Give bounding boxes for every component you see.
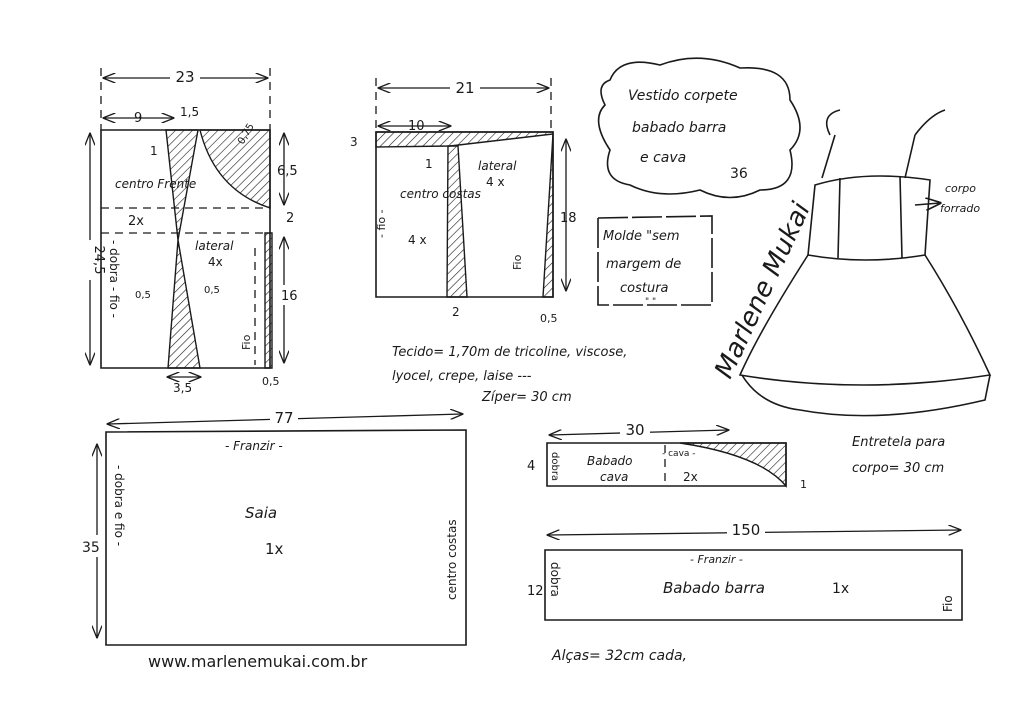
skirt-pattern: 77 - Franzir - Saia 1x 35 - dobra e fio … <box>80 408 467 646</box>
interfacing-line-2: corpo= 30 cm <box>852 461 944 476</box>
fabric-line-1: Tecido= 1,70m de tricoline, viscose, <box>392 345 627 360</box>
title-size: 36 <box>730 166 748 182</box>
front-dart-shift: 1 <box>150 144 158 158</box>
fabric-notes: Tecido= 1,70m de tricoline, viscose, lyo… <box>392 345 627 405</box>
back-width: 21 <box>455 79 474 97</box>
front-dart-right: 0,5 <box>204 285 220 296</box>
back-side-count: 4 x <box>486 175 505 189</box>
front-dart-left: 0,5 <box>135 290 151 301</box>
armhole-ruffle-pattern: 30 4 dobra Babado cava - cava - 2x 1 <box>527 420 807 491</box>
front-center-label: centro Frente <box>115 177 196 191</box>
skirt-label: Saia <box>245 504 277 522</box>
front-dart-top: 1,5 <box>180 105 199 119</box>
front-total-height: 24,5 <box>91 246 106 275</box>
skirt-center-back: centro costas <box>445 519 459 600</box>
back-side-bottom: 0,5 <box>540 312 558 325</box>
title-line-2: babado barra <box>632 120 726 136</box>
back-dart-bottom: 2 <box>452 305 460 319</box>
note-line-2: margem de <box>606 257 681 272</box>
ruffle-cava-height: 4 <box>527 459 535 474</box>
fabric-line-2: lyocel, crepe, laise --- <box>392 369 532 384</box>
website-url: www.marlenemukai.com.br <box>148 652 368 671</box>
skirt-width: 77 <box>274 409 293 427</box>
hem-ruffle-label: Babado barra <box>663 579 765 597</box>
hem-ruffle-fold: dobra <box>548 562 562 597</box>
ruffle-cava-fold: dobra <box>549 452 560 481</box>
front-dart-bottom: 3,5 <box>173 381 192 395</box>
hem-ruffle-height: 12 <box>527 584 544 599</box>
back-center-label: centro costas <box>400 187 481 201</box>
skirt-height: 35 <box>82 540 100 556</box>
front-side-label: lateral <box>195 239 234 253</box>
front-width: 23 <box>175 68 194 86</box>
skirt-fold: - dobra e fio - <box>112 465 126 546</box>
front-count: 2x <box>128 214 144 229</box>
ruffle-cava-curve: - cava - <box>662 449 696 459</box>
hem-ruffle-grain: Fio <box>941 595 955 612</box>
ruffle-cava-width: 30 <box>625 421 644 439</box>
hem-ruffle-count: 1x <box>832 581 849 597</box>
back-fold-label: - fio - <box>375 209 388 238</box>
note-line-3: costura <box>620 281 669 296</box>
title-cloud: Vestido corpete babado barra e cava 36 <box>597 57 801 199</box>
back-bodice-pattern: 21 10 3 1 centro costas 4 x lateral 4 x … <box>350 78 577 325</box>
note-line-1: Molde "sem <box>603 229 680 244</box>
note-marks: " " <box>645 297 656 307</box>
front-upper-height: 6,5 <box>277 164 298 179</box>
dress-label-line-2: forrado <box>940 202 980 215</box>
front-center-width: 9 <box>134 111 142 126</box>
title-line-3: e cava <box>640 150 686 166</box>
back-dart-shift: 1 <box>425 157 433 171</box>
straps-length: Alças= 32cm cada, <box>551 648 687 664</box>
signature: Marlene Mukai <box>709 197 817 383</box>
back-center-width: 10 <box>408 119 425 134</box>
dress-illustration: corpo forrado <box>738 109 992 417</box>
back-top-drop: 3 <box>350 135 358 149</box>
title-line-1: Vestido corpete <box>628 88 738 104</box>
ruffle-cava-count: 2x <box>683 470 698 484</box>
back-grain: Fio <box>511 254 524 270</box>
hem-ruffle-width: 150 <box>732 521 761 539</box>
hem-ruffle-pattern: 150 - Franzir - 12 dobra Babado barra 1x… <box>527 520 963 621</box>
pattern-note: Molde "sem margem de costura " " <box>597 215 713 307</box>
ruffle-cava-drop: 1 <box>800 478 807 491</box>
front-side-bottom: 0,5 <box>262 375 280 388</box>
back-side-label: lateral <box>478 159 517 173</box>
skirt-gather: - Franzir - <box>225 439 283 453</box>
skirt-count: 1x <box>265 540 284 558</box>
back-count: 4 x <box>408 233 427 247</box>
ruffle-cava-label-2: cava <box>600 470 628 484</box>
dress-label-line-1: corpo <box>945 182 976 195</box>
front-side-count: 4x <box>208 255 223 269</box>
front-fold-label: - dobra - fio - <box>107 240 121 318</box>
front-lower-height: 16 <box>281 289 298 304</box>
front-bodice-pattern: 23 9 1,5 1 0,75 6,5 2 16 24,5 centro Fre… <box>78 68 298 395</box>
front-band: 2 <box>286 211 294 226</box>
interfacing-line-1: Entretela para <box>852 435 945 450</box>
hem-ruffle-gather: - Franzir - <box>690 553 743 566</box>
front-grain: Fio <box>240 334 253 350</box>
ruffle-cava-label-1: Babado <box>587 454 633 468</box>
zipper-length: Zíper= 30 cm <box>481 390 572 405</box>
back-height: 18 <box>560 211 577 226</box>
